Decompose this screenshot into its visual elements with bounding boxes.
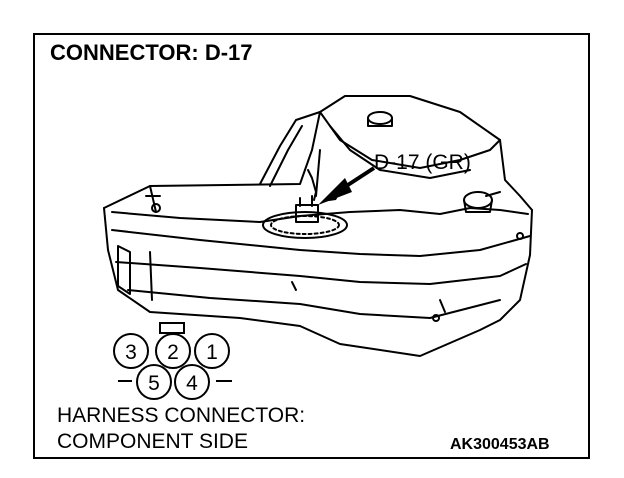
pin-1: 1	[206, 341, 218, 364]
connector-title: CONNECTOR: D-17	[50, 40, 253, 65]
pin-3: 3	[125, 341, 137, 364]
harness-caption-line2: COMPONENT SIDE	[57, 430, 248, 453]
connector-pinout	[113, 322, 232, 400]
tank-top-outline	[103, 95, 533, 211]
callout-arrow	[318, 166, 376, 205]
harness-caption: HARNESS CONNECTOR: COMPONENT SIDE	[57, 403, 305, 455]
pin-2: 2	[167, 341, 179, 364]
connector-callout-label: D-17 (GR)	[374, 151, 471, 174]
harness-caption-line1: HARNESS CONNECTOR:	[57, 404, 306, 427]
tank-body-outline	[103, 207, 533, 357]
figure-code: AK300453AB	[450, 436, 550, 453]
pin-4: 4	[186, 372, 198, 395]
pin-5: 5	[148, 372, 160, 395]
